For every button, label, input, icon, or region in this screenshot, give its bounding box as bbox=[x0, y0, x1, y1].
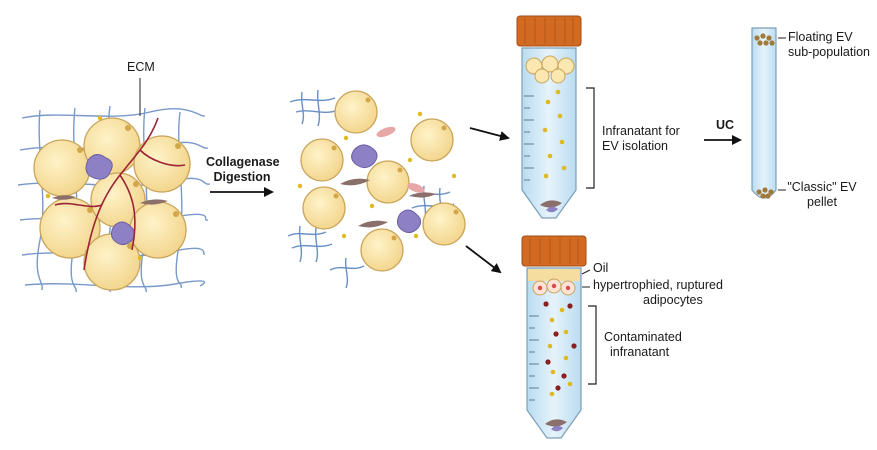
free-red-cells bbox=[376, 126, 425, 193]
vesicles-intact bbox=[45, 115, 143, 261]
uc-tube-body bbox=[751, 27, 777, 199]
ecm-fragments bbox=[287, 89, 455, 289]
free-fibroblasts bbox=[340, 178, 436, 228]
ruptured-adipocytes-label: hypertrophied, ruptured adipocytes bbox=[593, 278, 723, 308]
classic-ev-label: "Classic" EV pellet bbox=[786, 180, 858, 210]
classic-ev-pellet bbox=[756, 187, 774, 199]
clean-tube bbox=[516, 15, 595, 219]
immune-cells bbox=[85, 154, 136, 246]
floating-ev-label-line2: sub-population bbox=[788, 45, 871, 59]
tube-graduations-2 bbox=[529, 315, 539, 401]
adipocytes-intact bbox=[33, 117, 191, 291]
floating-ev-label-line1: Floating EV bbox=[788, 30, 853, 44]
digested-tissue bbox=[287, 89, 466, 289]
contaminant-dots bbox=[543, 301, 577, 391]
collagenase-label-line1: Collagenase bbox=[206, 155, 280, 169]
arrow-to-contaminated-tube bbox=[465, 245, 502, 274]
adipocyte-nuclei bbox=[77, 125, 181, 249]
classic-ev-label-line1: "Classic" EV bbox=[787, 180, 857, 194]
oil-pointer bbox=[581, 269, 591, 275]
ruptured-label-line2: adipocytes bbox=[643, 293, 703, 307]
free-immune-cells bbox=[351, 144, 422, 234]
infranatant-label-line2: EV isolation bbox=[602, 139, 669, 153]
blood-vessels bbox=[54, 117, 186, 271]
contaminated-bracket bbox=[588, 305, 597, 385]
uc-tube bbox=[751, 27, 786, 199]
free-vesicles bbox=[297, 111, 457, 239]
contaminated-label-line1: Contaminated bbox=[604, 330, 682, 344]
arrow-to-clean-tube bbox=[469, 127, 510, 141]
fibroblasts bbox=[52, 195, 168, 205]
tube-cap-2 bbox=[521, 235, 587, 267]
tube-body bbox=[521, 47, 577, 219]
clean-tube-pellet bbox=[540, 200, 562, 213]
infranatant-label-line1: Infranatant for bbox=[602, 124, 680, 138]
tube-body-2 bbox=[526, 267, 582, 439]
contaminated-pellet bbox=[545, 419, 567, 432]
contaminated-label: Contaminated infranatant bbox=[604, 330, 682, 360]
uc-label: UC bbox=[716, 118, 735, 132]
floating-adipocytes bbox=[525, 55, 575, 84]
infranatant-bracket bbox=[586, 87, 595, 189]
tube-graduations bbox=[524, 95, 534, 181]
contaminated-label-line2: infranatant bbox=[610, 345, 670, 359]
floating-ev-cluster bbox=[754, 33, 775, 46]
adipocytes-free bbox=[300, 90, 466, 272]
oil-label: Oil bbox=[593, 261, 609, 275]
collagenase-label: Collagenase Digestion bbox=[206, 155, 280, 185]
infranatant-label: Infranatant for EV isolation bbox=[602, 124, 680, 154]
contaminated-tube bbox=[521, 235, 597, 439]
intact-tissue bbox=[17, 78, 211, 293]
free-adipocyte-nuclei bbox=[331, 97, 459, 241]
ecm-label: ECM bbox=[127, 60, 155, 74]
oil-layer bbox=[528, 269, 580, 281]
contaminated-vesicles bbox=[547, 307, 573, 397]
classic-ev-label-line2: pellet bbox=[807, 195, 837, 209]
collagenase-label-line2: Digestion bbox=[213, 170, 271, 184]
tube-cap bbox=[516, 15, 582, 47]
ruptured-label-line1: hypertrophied, ruptured bbox=[593, 278, 723, 292]
floating-ev-label: Floating EV sub-population bbox=[788, 30, 870, 60]
clean-tube-vesicles bbox=[542, 89, 567, 179]
